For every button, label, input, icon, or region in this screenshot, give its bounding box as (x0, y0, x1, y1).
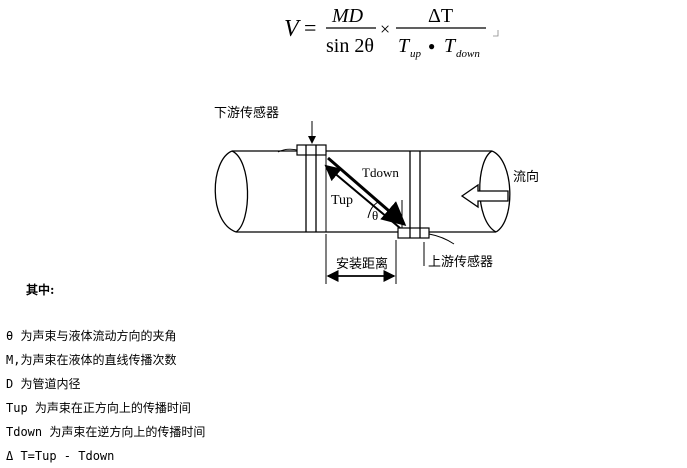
flow-arrow-icon (460, 183, 509, 209)
formula-v: V (284, 16, 301, 42)
formula-t-up: T (398, 35, 411, 57)
formula-denominator-sin: sin 2θ (326, 35, 374, 57)
pipe-left-end (214, 150, 237, 233)
pipe-left-end-inner (231, 150, 249, 233)
tup-arrow (324, 164, 401, 229)
upstream-clamp (397, 151, 455, 245)
tdown-label: Tdown (362, 165, 399, 180)
theta-arc (367, 201, 379, 219)
downstream-sensor-label: 下游传感器 (214, 105, 279, 121)
downstream-cable (277, 148, 298, 153)
formula-numerator-md: MD (331, 5, 364, 27)
upstream-sensor-block (397, 227, 430, 239)
legend-heading: 其中: (26, 283, 55, 297)
upstream-cable (428, 233, 455, 245)
upstream-sensor-label: 上游传感器 (428, 254, 493, 270)
legend-item-d: D 为管道内径 (6, 377, 81, 391)
downstream-clamp (277, 144, 327, 232)
legend-item-m: M,为声束在液体的直线传播次数 (6, 353, 177, 367)
velocity-formula: V = MD sin 2θ × ΔT T up ● T down (284, 5, 499, 60)
return-mark-icon (493, 30, 499, 37)
pipe (214, 150, 511, 233)
formula-numerator-dt: ΔT (428, 5, 453, 27)
formula-dot: ● (428, 39, 435, 53)
tup-label: Tup (331, 193, 353, 208)
formula-times: × (380, 19, 390, 39)
formula-t-down: T (444, 35, 457, 57)
legend-list: θ 为声束与液体流动方向的夹角 M,为声束在液体的直线传播次数 D 为管道内径 … (6, 324, 205, 468)
legend-item-delta-t: Δ T=Tup - Tdown (6, 449, 115, 463)
legend-item-theta: θ 为声束与液体流动方向的夹角 (6, 329, 177, 343)
flow-direction-label: 流向 (513, 169, 539, 185)
install-distance-label: 安装距离 (336, 256, 388, 272)
theta-label: θ (372, 208, 378, 223)
formula-sub-up: up (410, 48, 422, 60)
legend-item-tup: Tup 为声束在正方向上的传播时间 (6, 401, 191, 415)
formula-sub-down: down (456, 48, 480, 60)
legend-item-tdown: Tdown 为声束在逆方向上的传播时间 (6, 425, 206, 439)
formula-equals: = (304, 15, 316, 40)
pipe-right-end (491, 150, 511, 233)
downstream-sensor-block (296, 144, 327, 156)
flowmeter-installation-diagram: 下游传感器 上游传感器 Tdown Tup θ 流向 安装距离 (214, 105, 539, 284)
